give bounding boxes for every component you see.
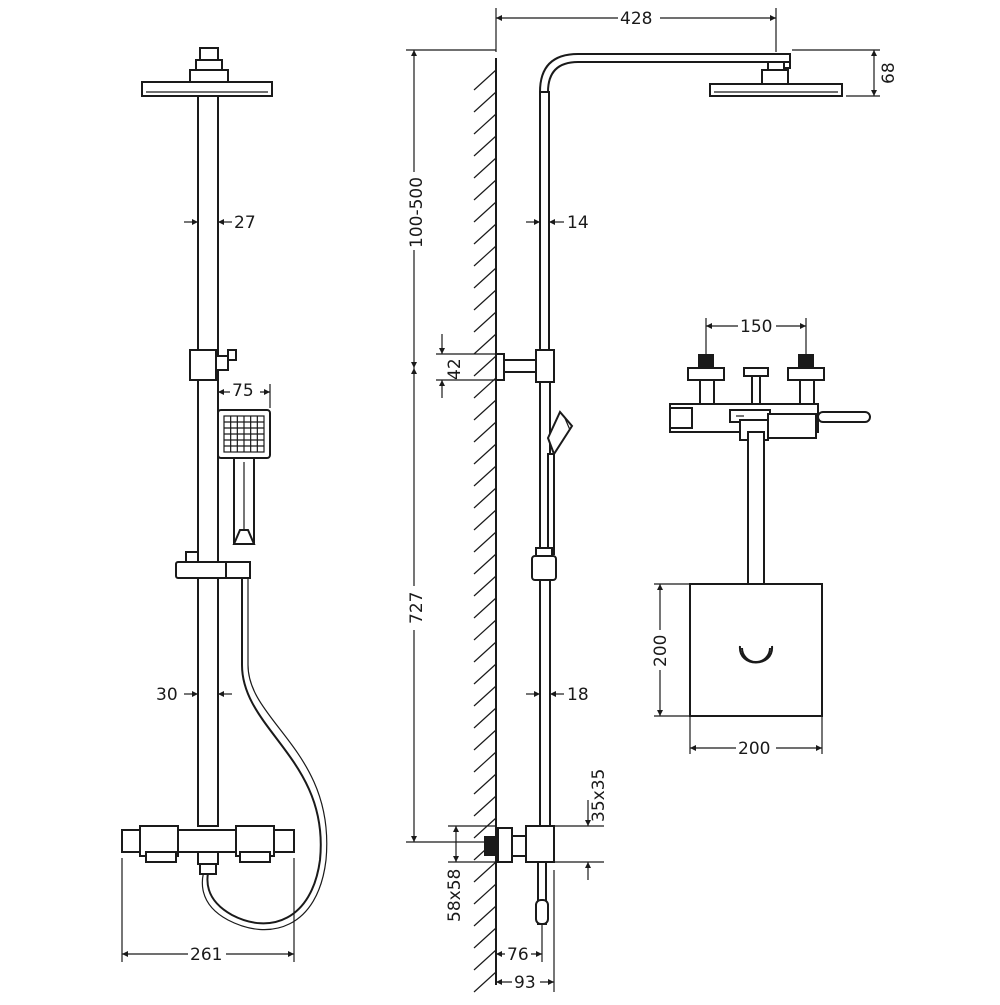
dim-side-bracket-label: 42 xyxy=(445,358,465,380)
wall-hatch-line xyxy=(473,91,497,113)
dim-front-handset-label: 75 xyxy=(232,381,254,401)
dim-top-inlets: 150 xyxy=(705,316,807,354)
wall-hatch-line xyxy=(473,157,497,179)
top-valve-body xyxy=(669,354,871,441)
wall-hatch-line xyxy=(473,817,497,839)
wall-hatch-line xyxy=(473,971,497,993)
wall-hatch-line xyxy=(473,663,497,685)
wall-hatch-line xyxy=(473,487,497,509)
wall-hatch-line xyxy=(473,223,497,245)
dim-side-riser-label: 727 xyxy=(407,592,427,624)
front-view: 27 75 30 261 xyxy=(121,47,328,965)
side-wall-bracket xyxy=(495,349,555,383)
dim-side-offset-76: 76 xyxy=(496,924,543,965)
wall-hatch-line xyxy=(473,531,497,553)
dim-front-arm-label: 27 xyxy=(234,213,256,233)
wall-hatch-line xyxy=(473,949,497,971)
dim-side-wall-plate: 58x58 xyxy=(445,825,496,922)
wall-hatch-line xyxy=(473,135,497,157)
dim-side-bracket: 42 xyxy=(436,334,496,398)
wall-hatch-line xyxy=(473,751,497,773)
wall-hatch-line xyxy=(473,641,497,663)
dim-side-wall-plate-label: 58x58 xyxy=(445,869,465,922)
wall-hatch-line xyxy=(473,927,497,949)
side-lower-riser xyxy=(539,381,551,829)
wall-hatch-line xyxy=(473,113,497,135)
dim-side-outlet: 35x35 xyxy=(554,769,609,880)
wall-hatch-line xyxy=(473,597,497,619)
wall-hatch-line xyxy=(473,861,497,883)
dim-side-outlet-label: 35x35 xyxy=(589,769,609,822)
front-handset-bracket xyxy=(175,551,251,579)
wall-hatch-line xyxy=(473,289,497,311)
wall-hatch-line xyxy=(473,553,497,575)
wall-hatch-line xyxy=(473,311,497,333)
dim-front-valve: 261 xyxy=(121,858,295,965)
dim-side-offset-93: 93 xyxy=(496,870,555,993)
wall-hatch-line xyxy=(473,377,497,399)
wall-hatch-line xyxy=(473,509,497,531)
wall-hatch-line xyxy=(473,399,497,421)
wall-hatch-line xyxy=(473,179,497,201)
side-view: 428 68 100-500 14 xyxy=(402,8,899,993)
front-diverter-knob xyxy=(189,349,237,381)
wall-hatch-line xyxy=(473,685,497,707)
side-wall xyxy=(473,58,497,993)
dim-side-arm-label: 428 xyxy=(620,9,652,29)
wall-hatch-line xyxy=(473,575,497,597)
wall-hatch-line xyxy=(473,245,497,267)
dim-top-head-width: 200 xyxy=(689,716,823,759)
front-riser-pipe xyxy=(197,95,219,827)
side-handset-bracket xyxy=(531,547,557,581)
dim-front-riser-label: 30 xyxy=(156,685,178,705)
dim-side-upper-pipe: 14 xyxy=(526,213,589,233)
dim-side-head: 68 xyxy=(792,49,899,97)
front-handset xyxy=(217,409,271,545)
dim-side-upper-pipe-label: 14 xyxy=(567,213,589,233)
front-hose xyxy=(206,578,322,925)
dim-side-lower-pipe-label: 18 xyxy=(567,685,589,705)
wall-hatch-line xyxy=(473,795,497,817)
dim-top-inlets-label: 150 xyxy=(740,317,772,337)
front-thermostatic-valve xyxy=(121,825,295,875)
dim-side-head-label: 68 xyxy=(879,62,899,84)
wall-hatch-line xyxy=(473,443,497,465)
wall-hatch-line xyxy=(473,201,497,223)
side-upper-pipe xyxy=(539,91,550,355)
side-shower-head xyxy=(709,61,843,97)
wall-hatch-line xyxy=(473,729,497,751)
dim-side-riser: 727 xyxy=(402,368,496,843)
wall-hatch-line xyxy=(473,421,497,443)
dim-top-head-height: 200 xyxy=(648,583,690,717)
dim-side-upper: 100-500 xyxy=(402,49,496,368)
dim-top-head-height-label: 200 xyxy=(651,635,671,667)
wall-hatch-line xyxy=(473,69,497,91)
dim-front-arm: 27 xyxy=(184,213,256,233)
wall-hatch-line xyxy=(473,883,497,905)
wall-hatch-line xyxy=(473,619,497,641)
dim-side-upper-label: 100-500 xyxy=(407,177,427,248)
side-valve xyxy=(484,825,555,925)
dim-side-arm: 428 xyxy=(495,8,777,52)
wall-hatch-line xyxy=(473,905,497,927)
wall-hatch-line xyxy=(473,333,497,355)
dim-front-riser: 30 xyxy=(156,685,232,705)
dim-top-head-width-label: 200 xyxy=(738,739,770,759)
wall-hatch-line xyxy=(473,267,497,289)
wall-hatch-line xyxy=(473,465,497,487)
side-handset xyxy=(546,410,574,555)
wall-hatch-line xyxy=(473,773,497,795)
top-view: 150 xyxy=(648,316,871,759)
dim-front-valve-label: 261 xyxy=(190,945,222,965)
wall-hatch-line xyxy=(473,707,497,729)
dim-front-handset: 75 xyxy=(217,380,271,408)
dim-side-lower-pipe: 18 xyxy=(526,685,589,705)
side-shower-arm xyxy=(539,53,791,352)
front-shower-head xyxy=(141,47,273,97)
wall-hatch-line xyxy=(473,355,497,377)
dim-side-offset-76-label: 76 xyxy=(507,945,529,965)
dim-side-offset-93-label: 93 xyxy=(514,973,536,993)
top-shower-head xyxy=(689,583,823,717)
